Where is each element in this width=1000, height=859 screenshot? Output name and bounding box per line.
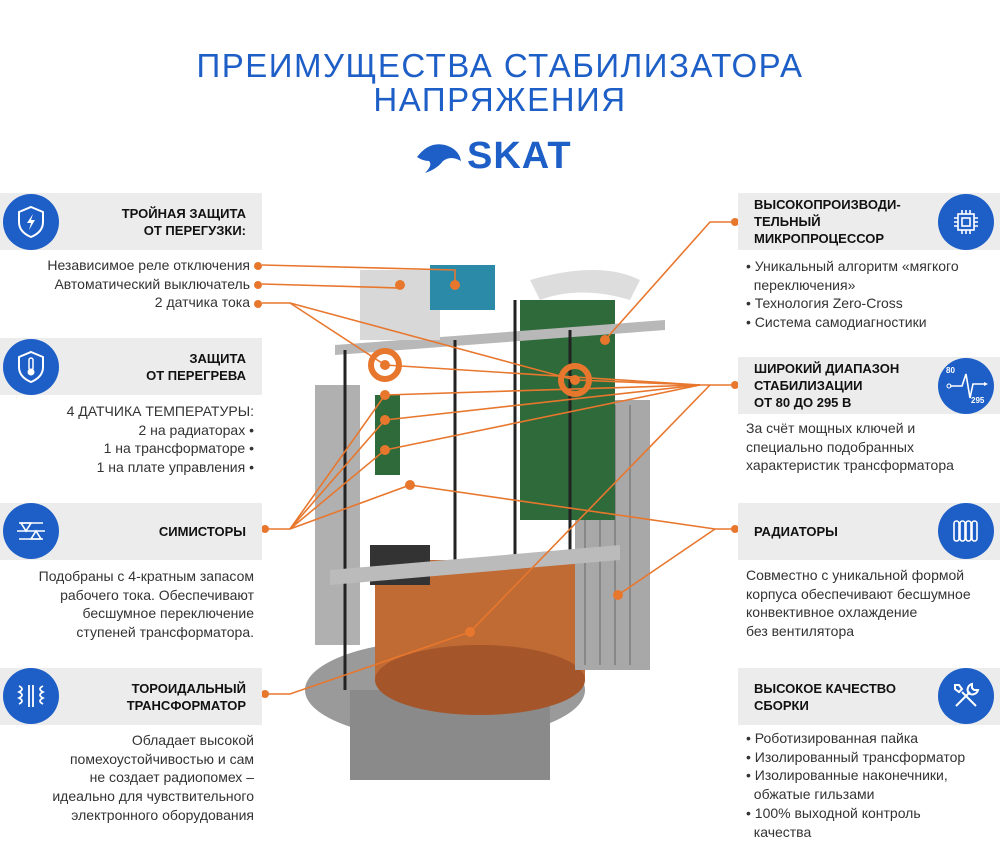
list-item: • Изолированный трансформатор [746, 748, 966, 765]
description-line: без вентилятора [746, 623, 855, 640]
transformer-icon [3, 668, 59, 724]
description-line: Подобраны с 4-кратным запасом [38, 568, 254, 584]
heading: ВЫСОКОПРОИЗВОДИ- [754, 197, 901, 212]
list-item: Автоматический выключатель [0, 275, 262, 294]
heading: ТРАНСФОРМАТОР [126, 697, 246, 713]
heading: ТЕЛЬНЫЙ [754, 214, 821, 229]
triac-icon [3, 503, 59, 559]
range-high-label: 295 [971, 396, 985, 405]
description-line: бесшумное переключение [82, 605, 254, 622]
shield-bolt-icon [3, 194, 59, 250]
description-line: Совместно с уникальной формой [746, 567, 965, 583]
description-line: помехоустойчивостью и сам [69, 750, 254, 767]
heading: СИМИСТОРЫ [158, 524, 246, 539]
description-line: За счёт мощных ключей и [746, 420, 916, 436]
heading: ОТ 80 ДО 295 В [754, 395, 852, 410]
item-text: Автоматический выключатель [54, 275, 250, 292]
list-item: • Изолированные наконечники, [746, 767, 948, 784]
item-text: Независимое реле отключения [47, 257, 250, 273]
microchip-icon [938, 194, 994, 250]
page-title: ПРЕИМУЩЕСТВА СТАБИЛИЗАТОРА [196, 47, 804, 84]
heading: МИКРОПРОЦЕССОР [754, 231, 885, 246]
description-line: не создает радиопомех – [89, 769, 254, 786]
heading: СТАБИЛИЗАЦИИ [754, 378, 863, 393]
description-line: специально подобранных [746, 438, 914, 455]
list-item: • 100% выходной контроль [746, 804, 921, 821]
description-line: идеально для чувствительного [52, 788, 254, 805]
tools-icon [938, 668, 994, 724]
sensor-intro: 4 ДАТЧИКА ТЕМПЕРАТУРЫ: [66, 403, 254, 419]
description-line: Обладает высокой [131, 732, 254, 748]
heading: СБОРКИ [754, 697, 809, 713]
skat-logo: SKAT [415, 135, 572, 178]
heading: ЗАЩИТА [189, 350, 246, 366]
description-line: электронного оборудования [71, 806, 254, 823]
list-item: переключения» [746, 276, 856, 293]
description-line: конвективное охлаждение [746, 604, 918, 621]
page-title-line2: НАПРЯЖЕНИЯ [373, 81, 627, 118]
heading: ШИРОКИЙ ДИАПАЗОН [754, 361, 900, 376]
list-item: • Система самодиагностики [746, 314, 927, 331]
list-item: 1 на плате управления • [96, 459, 254, 476]
heading: ОТ ПЕРЕГРЕВА [146, 367, 246, 383]
heading: ТОРОИДАЛЬНЫЙ [131, 680, 246, 696]
list-item: Независимое реле отключения [0, 256, 262, 275]
left-radiator [315, 385, 360, 645]
heading: ТРОЙНАЯ ЗАЩИТА [121, 205, 246, 221]
range-low-label: 80 [946, 366, 955, 375]
radiator-icon [938, 503, 994, 559]
description-line: характеристик трансформатора [746, 457, 954, 474]
description-line: рабочего тока. Обеспечивают [60, 586, 254, 603]
heading: РАДИАТОРЫ [754, 524, 838, 539]
list-item: • Технология Zero-Cross [746, 295, 903, 312]
description-line: ступеней трансформатора. [76, 624, 254, 641]
heading: ОТ ПЕРЕГУЗКИ: [143, 222, 246, 238]
voltage-range-icon: 80 295 [938, 358, 994, 414]
list-item: 2 на радиаторах • [138, 421, 254, 438]
relay [430, 265, 495, 310]
list-item: • Роботизированная пайка [746, 730, 919, 746]
heading: ВЫСОКОЕ КАЧЕСТВО [754, 680, 896, 696]
list-item: обжатые гильзами [746, 786, 875, 803]
item-text: 2 датчика тока [154, 294, 250, 311]
list-item: 2 датчика тока [0, 293, 262, 312]
list-item: 1 на трансформаторе • [103, 440, 254, 457]
list-item: качества [746, 823, 812, 840]
description-line: корпуса обеспечивают бесшумное [746, 585, 971, 602]
logo-text: SKAT [467, 135, 572, 177]
list-item: • Уникальный алгоритм «мягкого [746, 258, 959, 274]
shield-thermometer-icon [3, 339, 59, 395]
stingray-icon [417, 143, 461, 173]
